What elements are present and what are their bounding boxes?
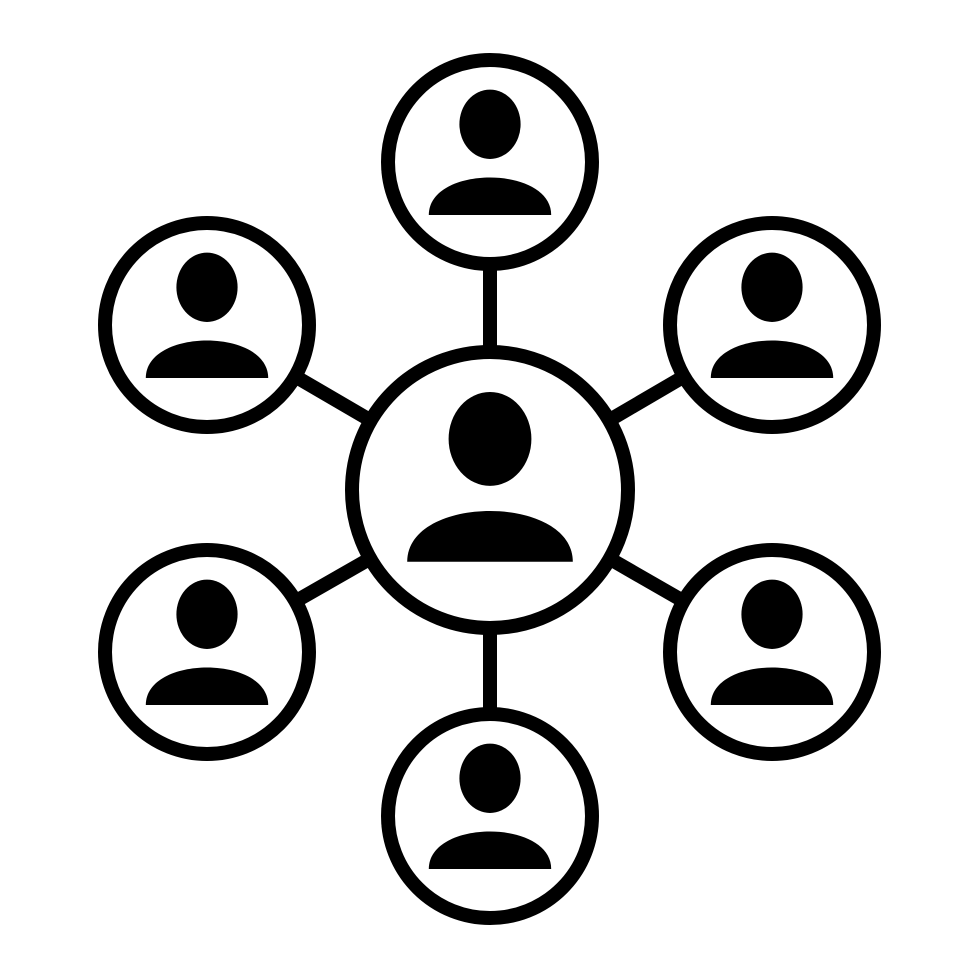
user-lower-right-person-icon	[710, 579, 834, 706]
connector-user-upper-right	[605, 370, 688, 427]
user-upper-right-head	[741, 252, 803, 322]
center-user-person-icon	[407, 392, 573, 562]
user-lower-right-node	[663, 543, 881, 761]
user-upper-right-shoulders	[710, 340, 834, 379]
user-top-person-icon	[428, 89, 552, 216]
user-upper-left-head	[176, 252, 238, 322]
user-top-node	[381, 53, 599, 271]
user-lower-left-shoulders	[145, 667, 269, 706]
user-top-head	[459, 89, 521, 159]
center-user-shoulders	[407, 511, 573, 562]
user-lower-left-node	[98, 543, 316, 761]
user-upper-left-person-icon	[145, 252, 269, 379]
user-lower-left-person-icon	[145, 579, 269, 706]
user-lower-right-head	[741, 579, 803, 649]
connector-user-upper-left	[291, 370, 375, 427]
center-user-head	[448, 392, 532, 486]
connector-user-lower-left	[292, 552, 374, 608]
connector-lines	[291, 264, 688, 714]
user-upper-left-shoulders	[145, 340, 269, 379]
user-nodes	[98, 53, 881, 925]
user-upper-left-node	[98, 216, 316, 434]
user-upper-right-person-icon	[710, 252, 834, 379]
user-bottom-person-icon	[428, 743, 552, 870]
user-lower-left-head	[176, 579, 238, 649]
user-upper-right-node	[663, 216, 881, 434]
connector-user-lower-right	[606, 552, 688, 608]
user-bottom-shoulders	[428, 831, 552, 870]
center-user-node	[345, 345, 635, 635]
user-bottom-head	[459, 743, 521, 813]
user-bottom-node	[381, 707, 599, 925]
user-lower-right-shoulders	[710, 667, 834, 706]
user-top-shoulders	[428, 177, 552, 216]
